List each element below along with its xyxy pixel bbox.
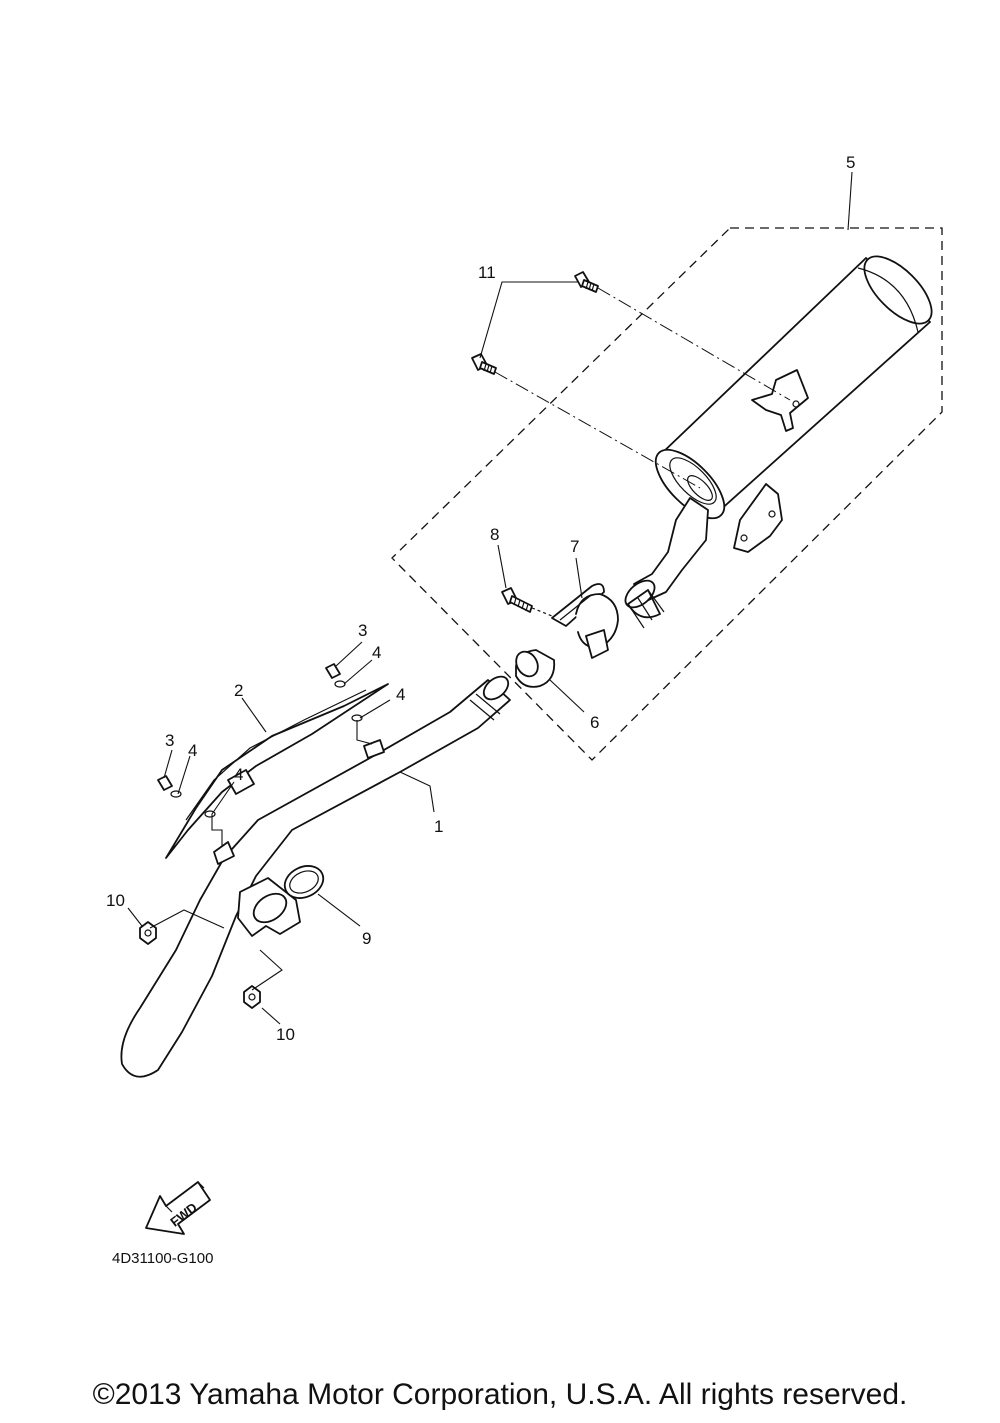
callout-2: 2 [234, 681, 243, 700]
callout-4-lower-left: 4 [188, 741, 197, 760]
callout-7: 7 [570, 537, 579, 556]
nut-10-upper[interactable] [139, 921, 157, 945]
callout-4-mid: 4 [396, 685, 405, 704]
bolt-3-upper[interactable] [325, 663, 341, 679]
exhaust-flange[interactable] [237, 877, 301, 937]
washer-4-lower-right[interactable] [204, 810, 216, 818]
muffler-assembly-boundary [391, 227, 943, 761]
bolt-8[interactable] [501, 587, 533, 613]
washer-4-upper[interactable] [334, 680, 346, 688]
callout-1: 1 [434, 817, 443, 836]
bolt-11-lower[interactable] [471, 353, 497, 375]
exhaust-ring-gasket[interactable] [280, 860, 329, 904]
heat-protector[interactable] [165, 683, 389, 859]
exhaust-pipe[interactable] [120, 672, 512, 1078]
bolt-3-lower[interactable] [157, 775, 173, 791]
callout-10-lower: 10 [276, 1025, 295, 1044]
copyright-notice: ©2013 Yamaha Motor Corporation, U.S.A. A… [92, 1378, 908, 1411]
callout-8: 8 [490, 525, 499, 544]
clamp[interactable] [551, 583, 619, 659]
callout-4-lower-right: 4 [234, 765, 243, 784]
muffler[interactable] [621, 245, 943, 629]
callout-4-upper: 4 [372, 643, 381, 662]
callout-10-upper: 10 [106, 891, 125, 910]
bolt-11-upper[interactable] [574, 271, 599, 293]
callout-3-upper: 3 [358, 621, 367, 640]
forward-direction-arrow: FWD [145, 1181, 211, 1235]
exhaust-gasket-sleeve[interactable] [512, 648, 556, 688]
callout-3-lower: 3 [165, 731, 174, 750]
callout-6: 6 [590, 713, 599, 732]
callout-5: 5 [846, 153, 855, 172]
washer-4-lower-left[interactable] [170, 790, 182, 798]
callout-9: 9 [362, 929, 371, 948]
callout-11: 11 [478, 263, 496, 282]
nut-10-lower[interactable] [243, 985, 261, 1009]
diagram-code: 4D31100-G100 [112, 1250, 213, 1267]
